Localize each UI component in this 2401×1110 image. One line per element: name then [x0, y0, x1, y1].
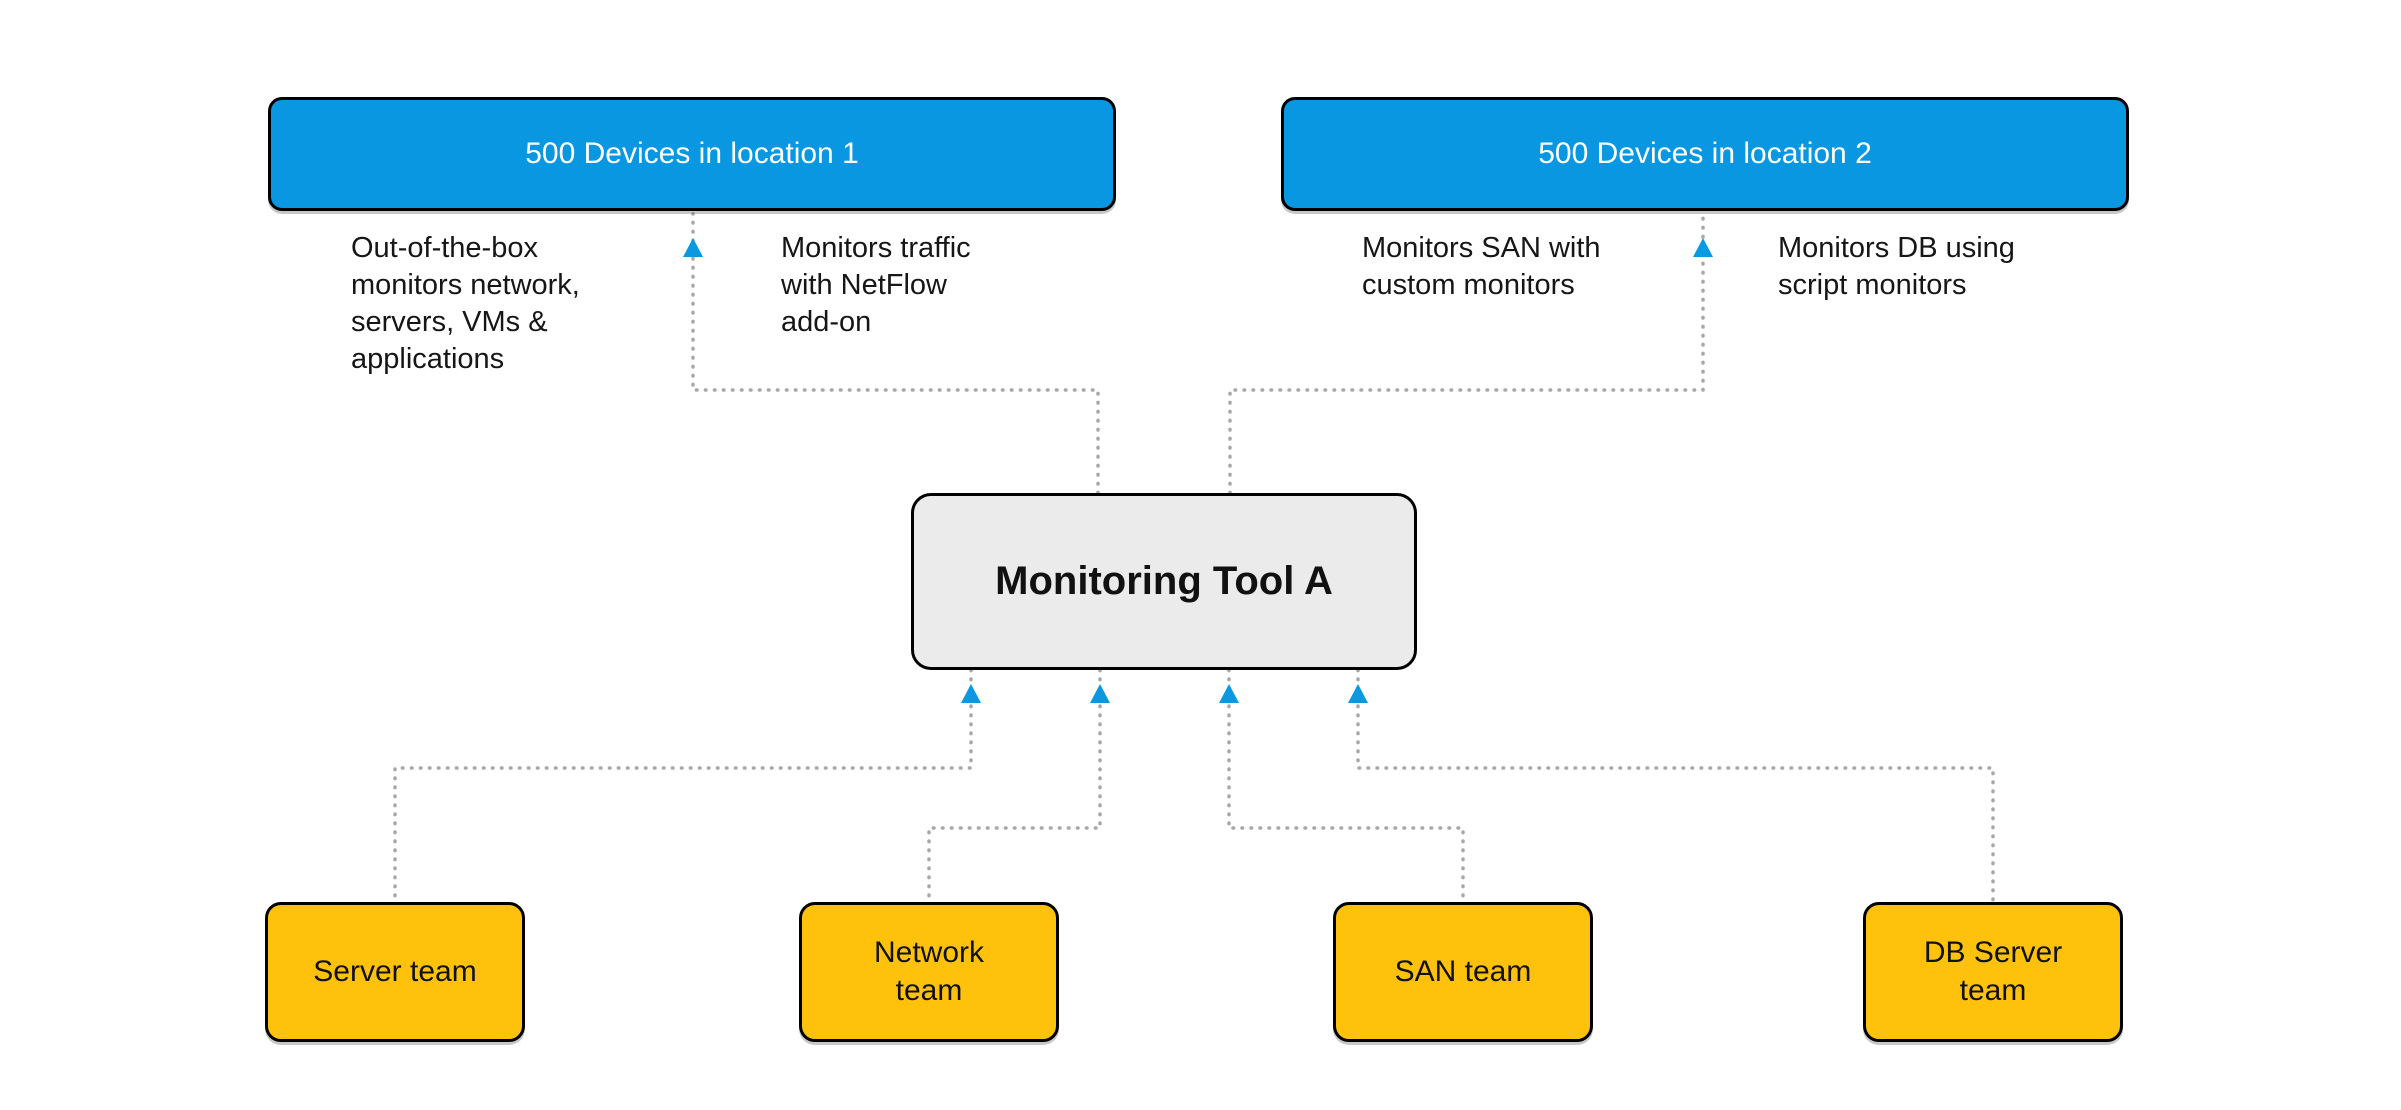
up-arrow-location1: [683, 238, 703, 257]
up-arrow-santeam: [1219, 684, 1239, 703]
server-team-label: Server team: [313, 955, 477, 988]
connector-serverteam-to-tool: [393, 668, 973, 904]
location-2-box: 500 Devices in location 2: [1281, 97, 2129, 211]
location-2-label: 500 Devices in location 2: [1538, 137, 1872, 170]
network-team-box: Network team: [799, 902, 1059, 1042]
connector-dbteam-to-tool: [1356, 668, 1995, 904]
connector-tool-to-location1: [691, 212, 1100, 495]
annotation-db-script-monitors: Monitors DB using script monitors: [1778, 232, 2015, 301]
db-server-team-label: DB Server team: [1923, 936, 2063, 1007]
up-arrow-networkteam: [1090, 684, 1110, 703]
san-team-box: SAN team: [1333, 902, 1593, 1042]
up-arrow-location2: [1693, 238, 1713, 257]
monitoring-tool-label: Monitoring Tool A: [995, 559, 1333, 603]
db-server-team-box: DB Server team: [1863, 902, 2123, 1042]
monitoring-tool-box: Monitoring Tool A: [911, 493, 1417, 670]
location-1-box: 500 Devices in location 1: [268, 97, 1116, 211]
up-arrow-serverteam: [961, 684, 981, 703]
annotation-out-of-the-box-monitors: Out-of-the-box monitors network, servers…: [351, 232, 580, 375]
up-arrow-dbteam: [1348, 684, 1368, 703]
san-team-label: SAN team: [1394, 955, 1532, 988]
server-team-box: Server team: [265, 902, 525, 1042]
connector-networkteam-to-tool: [927, 668, 1102, 904]
connector-santeam-to-tool: [1227, 668, 1465, 904]
network-team-label: Network team: [873, 936, 985, 1007]
location-1-label: 500 Devices in location 1: [525, 137, 859, 170]
annotation-netflow-addon: Monitors traffic with NetFlow add-on: [781, 232, 971, 338]
annotation-san-custom-monitors: Monitors SAN with custom monitors: [1362, 232, 1601, 301]
